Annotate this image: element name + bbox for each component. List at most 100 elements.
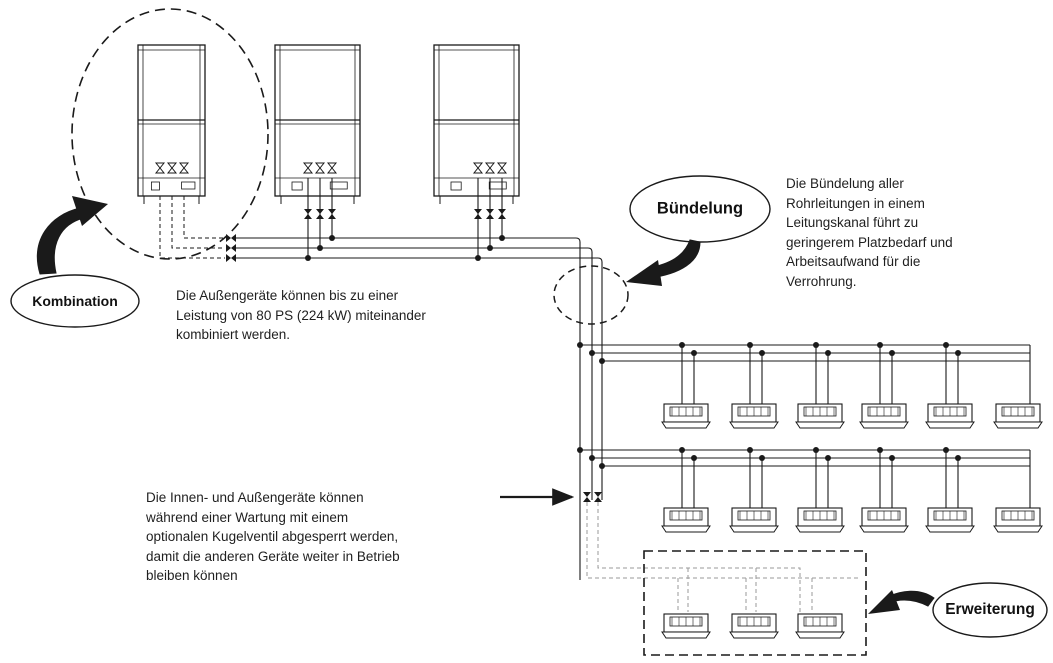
- pipe-junction: [599, 358, 605, 364]
- ball-valve-icon: [226, 234, 236, 242]
- indoor-unit-panel: [859, 525, 909, 533]
- valve-half: [226, 244, 231, 252]
- pipe-junction: [691, 455, 697, 461]
- valve-half: [178, 167, 190, 174]
- buendelung-description: Die Bündelung aller Rohrleitungen in ein…: [786, 174, 953, 291]
- main-trunk-pipe: [236, 257, 603, 263]
- indoor-unit: [859, 507, 909, 533]
- valve-half: [328, 214, 336, 219]
- service-port: [150, 181, 160, 191]
- valve-half: [304, 214, 312, 219]
- pipe-junction: [499, 235, 505, 241]
- valve-half: [583, 492, 591, 497]
- valve-half: [326, 167, 338, 174]
- pipe-junction: [679, 447, 685, 453]
- extension-box: [643, 550, 867, 656]
- valve-half: [474, 214, 482, 219]
- valve-half: [316, 214, 324, 219]
- pipe-junction: [305, 255, 311, 261]
- pipe-junction: [955, 350, 961, 356]
- indoor-unit-panel: [661, 421, 711, 429]
- pipe-junction: [589, 455, 595, 461]
- pipe-junction: [877, 447, 883, 453]
- valve-half: [302, 167, 314, 174]
- valve-half: [472, 167, 484, 174]
- service-valve-icon: [166, 162, 178, 174]
- service-valve-icon: [302, 162, 314, 174]
- main-trunk-pipe: [236, 247, 593, 253]
- extension-indoor-unit: [795, 613, 845, 639]
- indoor-unit-panel: [859, 421, 909, 429]
- valve-half: [302, 162, 314, 169]
- pipe-junction: [943, 342, 949, 348]
- ball-valve-icon: [226, 254, 236, 262]
- valve-half: [314, 167, 326, 174]
- kombination-desc-line: Leistung von 80 PS (224 kW) miteinander: [176, 307, 426, 323]
- erweiterung-bubble: [932, 582, 1048, 638]
- service-port: [291, 181, 303, 191]
- indoor-unit-panel: [661, 525, 711, 533]
- kombination-desc-line: kombiniert werden.: [176, 327, 291, 342]
- combination-pipe-dashed: [159, 196, 225, 259]
- ventil-description: Die Innen- und Außengeräte können währen…: [146, 488, 400, 586]
- ball-valve-icon: [226, 244, 236, 252]
- valve-half: [474, 209, 482, 214]
- indoor-unit: [795, 507, 845, 533]
- pipe-junction: [889, 455, 895, 461]
- valve-half: [166, 162, 178, 169]
- label-plate: [181, 181, 196, 190]
- buendelung-desc-line: Die Bündelung aller: [786, 176, 904, 191]
- label-plate: [329, 181, 348, 190]
- ball-valve-icon: [594, 492, 602, 502]
- service-valve-icon: [472, 162, 484, 174]
- indoor-unit: [729, 403, 779, 429]
- ball-valve-icon: [316, 209, 324, 219]
- valve-half: [231, 234, 236, 242]
- buendelung-desc-line: geringerem Platzbedarf und: [786, 234, 953, 250]
- indoor-unit: [925, 507, 975, 533]
- valve-half: [166, 167, 178, 174]
- ball-valve-icon: [486, 209, 494, 219]
- valve-half: [484, 167, 496, 174]
- arrow-head: [626, 260, 662, 286]
- valve-half: [226, 254, 231, 262]
- buendelung-label: Bündelung: [656, 199, 744, 218]
- valve-half: [328, 209, 336, 214]
- pipe-junction: [599, 463, 605, 469]
- pipe-junction: [317, 245, 323, 251]
- pipe-junction: [825, 455, 831, 461]
- valve-half: [498, 214, 506, 219]
- combination-pipe-dashed: [183, 196, 225, 239]
- arrow-body: [36, 207, 85, 275]
- kombination-arrow-icon: [36, 196, 108, 275]
- indoor-unit: [729, 507, 779, 533]
- indoor-unit-panel: [795, 421, 845, 429]
- ball-valve-icon: [328, 209, 336, 219]
- kombination-bubble: [10, 274, 140, 328]
- pipe-junction: [577, 342, 583, 348]
- kombination-description: Die Außengeräte können bis zu einer Leis…: [176, 286, 426, 345]
- indoor-unit-panel: [993, 421, 1043, 429]
- ventil-desc-line: optionalen Kugelventil abgesperrt werden…: [146, 529, 399, 544]
- erweiterung-label: Erweiterung: [945, 601, 1035, 618]
- pipe-junction: [679, 342, 685, 348]
- outdoor-unit-3: [433, 44, 520, 204]
- pipe-junction: [329, 235, 335, 241]
- valve-half: [154, 167, 166, 174]
- indoor-unit-panel: [729, 525, 779, 533]
- extension-indoor-unit: [729, 613, 779, 639]
- valve-half: [484, 162, 496, 169]
- pipe-junction: [889, 350, 895, 356]
- indoor-unit: [993, 507, 1043, 533]
- indoor-unit-panel: [925, 421, 975, 429]
- valve-half: [594, 492, 602, 497]
- service-valve-icon: [314, 162, 326, 174]
- indoor-unit: [993, 403, 1043, 429]
- kombination-label: Kombination: [32, 293, 118, 309]
- arrow-head: [868, 590, 900, 614]
- service-valve-icon: [496, 162, 508, 174]
- valve-half: [326, 162, 338, 169]
- pipe-junction: [943, 447, 949, 453]
- valve-half: [154, 162, 166, 169]
